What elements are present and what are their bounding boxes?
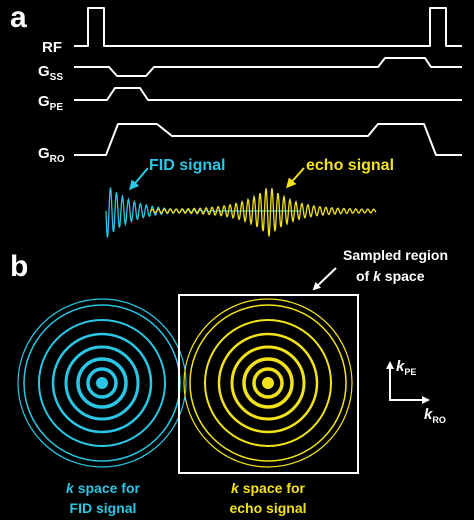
fid-arrow (129, 167, 149, 191)
echo-kspace-ring (242, 357, 294, 409)
trace-label-gpe: GPE (38, 93, 63, 113)
fid-kspace-center-dot (96, 377, 108, 389)
echo-kspace-ring (189, 304, 347, 462)
echo-kspace-ring (230, 345, 306, 421)
fid-kspace-caption-line2: FID signal (70, 500, 137, 516)
echo-kspace-caption-line2: echo signal (229, 500, 306, 516)
echo-kspace-ring (183, 298, 353, 468)
fid-kspace-caption-line1: k space for (66, 480, 140, 496)
fid-kspace-ring (76, 357, 128, 409)
fid-kspace-ring (86, 367, 118, 399)
sampled-region-arrow (312, 267, 337, 291)
panel-b-letter: b (10, 250, 28, 283)
echo-signal-label: echo signal (306, 157, 394, 174)
panel-a-letter: a (10, 1, 27, 34)
fid-kspace-ring (51, 332, 153, 434)
fid-kspace-ring (64, 345, 140, 421)
gss-trace (74, 57, 462, 77)
fid-kspace-rings (17, 298, 187, 468)
kpe-axis-label: kPE (396, 358, 416, 377)
gpe-trace (74, 87, 462, 101)
echo-kspace-ring (204, 319, 332, 447)
echo-signal-wave (149, 188, 377, 237)
kro-axis-label: kRO (424, 406, 446, 425)
kspace-axes (386, 361, 430, 404)
echo-kspace-ring (252, 367, 284, 399)
fid-signal-label: FID signal (149, 157, 225, 174)
echo-kspace-center-dot (262, 377, 274, 389)
rf-trace (74, 7, 462, 47)
gro-trace (74, 123, 462, 156)
fid-kspace-ring (38, 319, 166, 447)
trace-label-gss: GSS (38, 63, 63, 83)
echo-kspace-rings (183, 298, 353, 468)
sampled-region-label-line2: of k space (356, 268, 425, 284)
sampled-region-box (178, 294, 359, 474)
echo-kspace-ring (217, 332, 319, 434)
trace-label-gro: GRO (38, 145, 65, 165)
trace-label-rf: RF (42, 39, 62, 56)
fid-kspace-ring (17, 298, 187, 468)
sampled-region-label-line1: Sampled region (343, 247, 448, 263)
echo-kspace-caption-line1: k space for (231, 480, 305, 496)
echo-arrow (286, 167, 305, 189)
